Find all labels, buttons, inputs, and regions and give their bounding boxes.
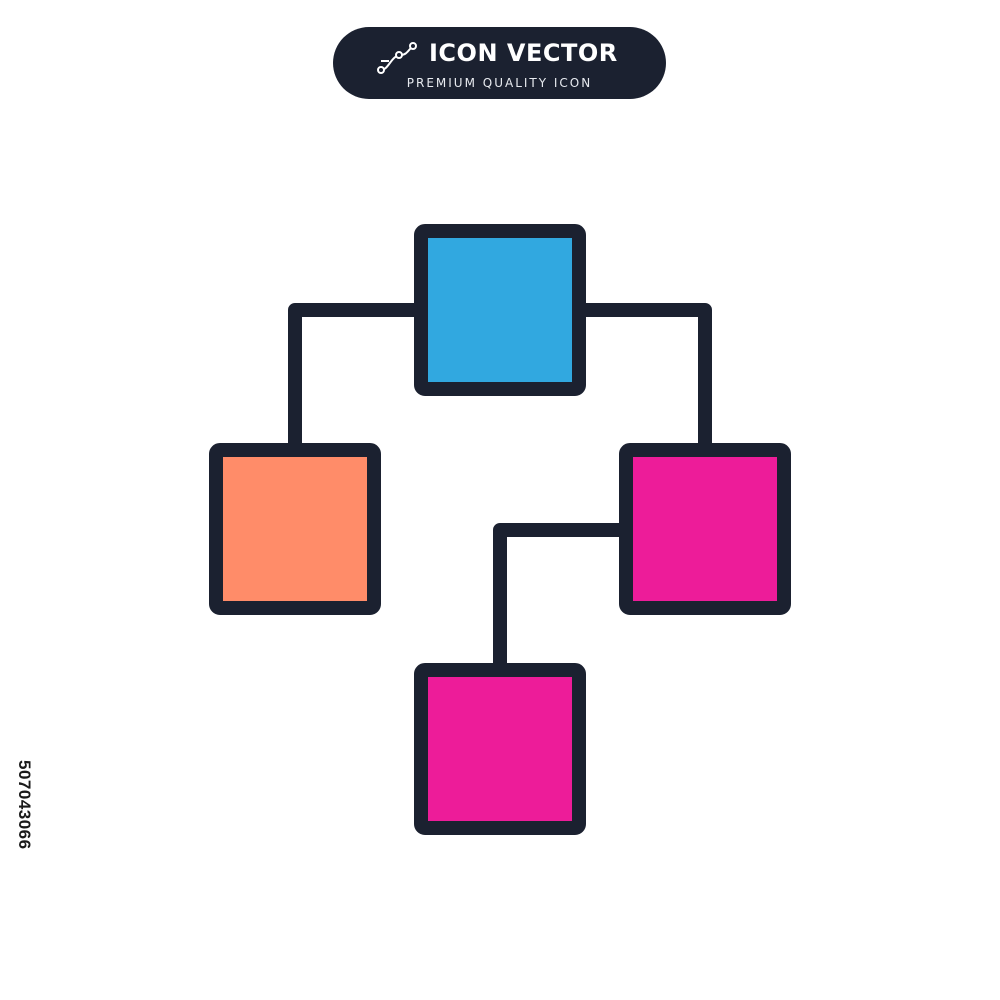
connector-left [288, 303, 428, 457]
vector-path-icon [377, 42, 417, 74]
right-node [619, 443, 791, 615]
badge-subtitle: PREMIUM QUALITY ICON [406, 76, 593, 90]
left-node [209, 443, 381, 615]
connector-right [572, 303, 712, 457]
connector-bottom [493, 523, 633, 677]
badge-title: ICON VECTOR [429, 39, 618, 67]
header-badge: ICON VECTOR PREMIUM QUALITY ICON [333, 27, 666, 99]
stock-id-text: 507043066 [15, 760, 34, 850]
bottom-node [414, 663, 586, 835]
stock-id: 507043066 [12, 760, 34, 996]
top-node [414, 224, 586, 396]
